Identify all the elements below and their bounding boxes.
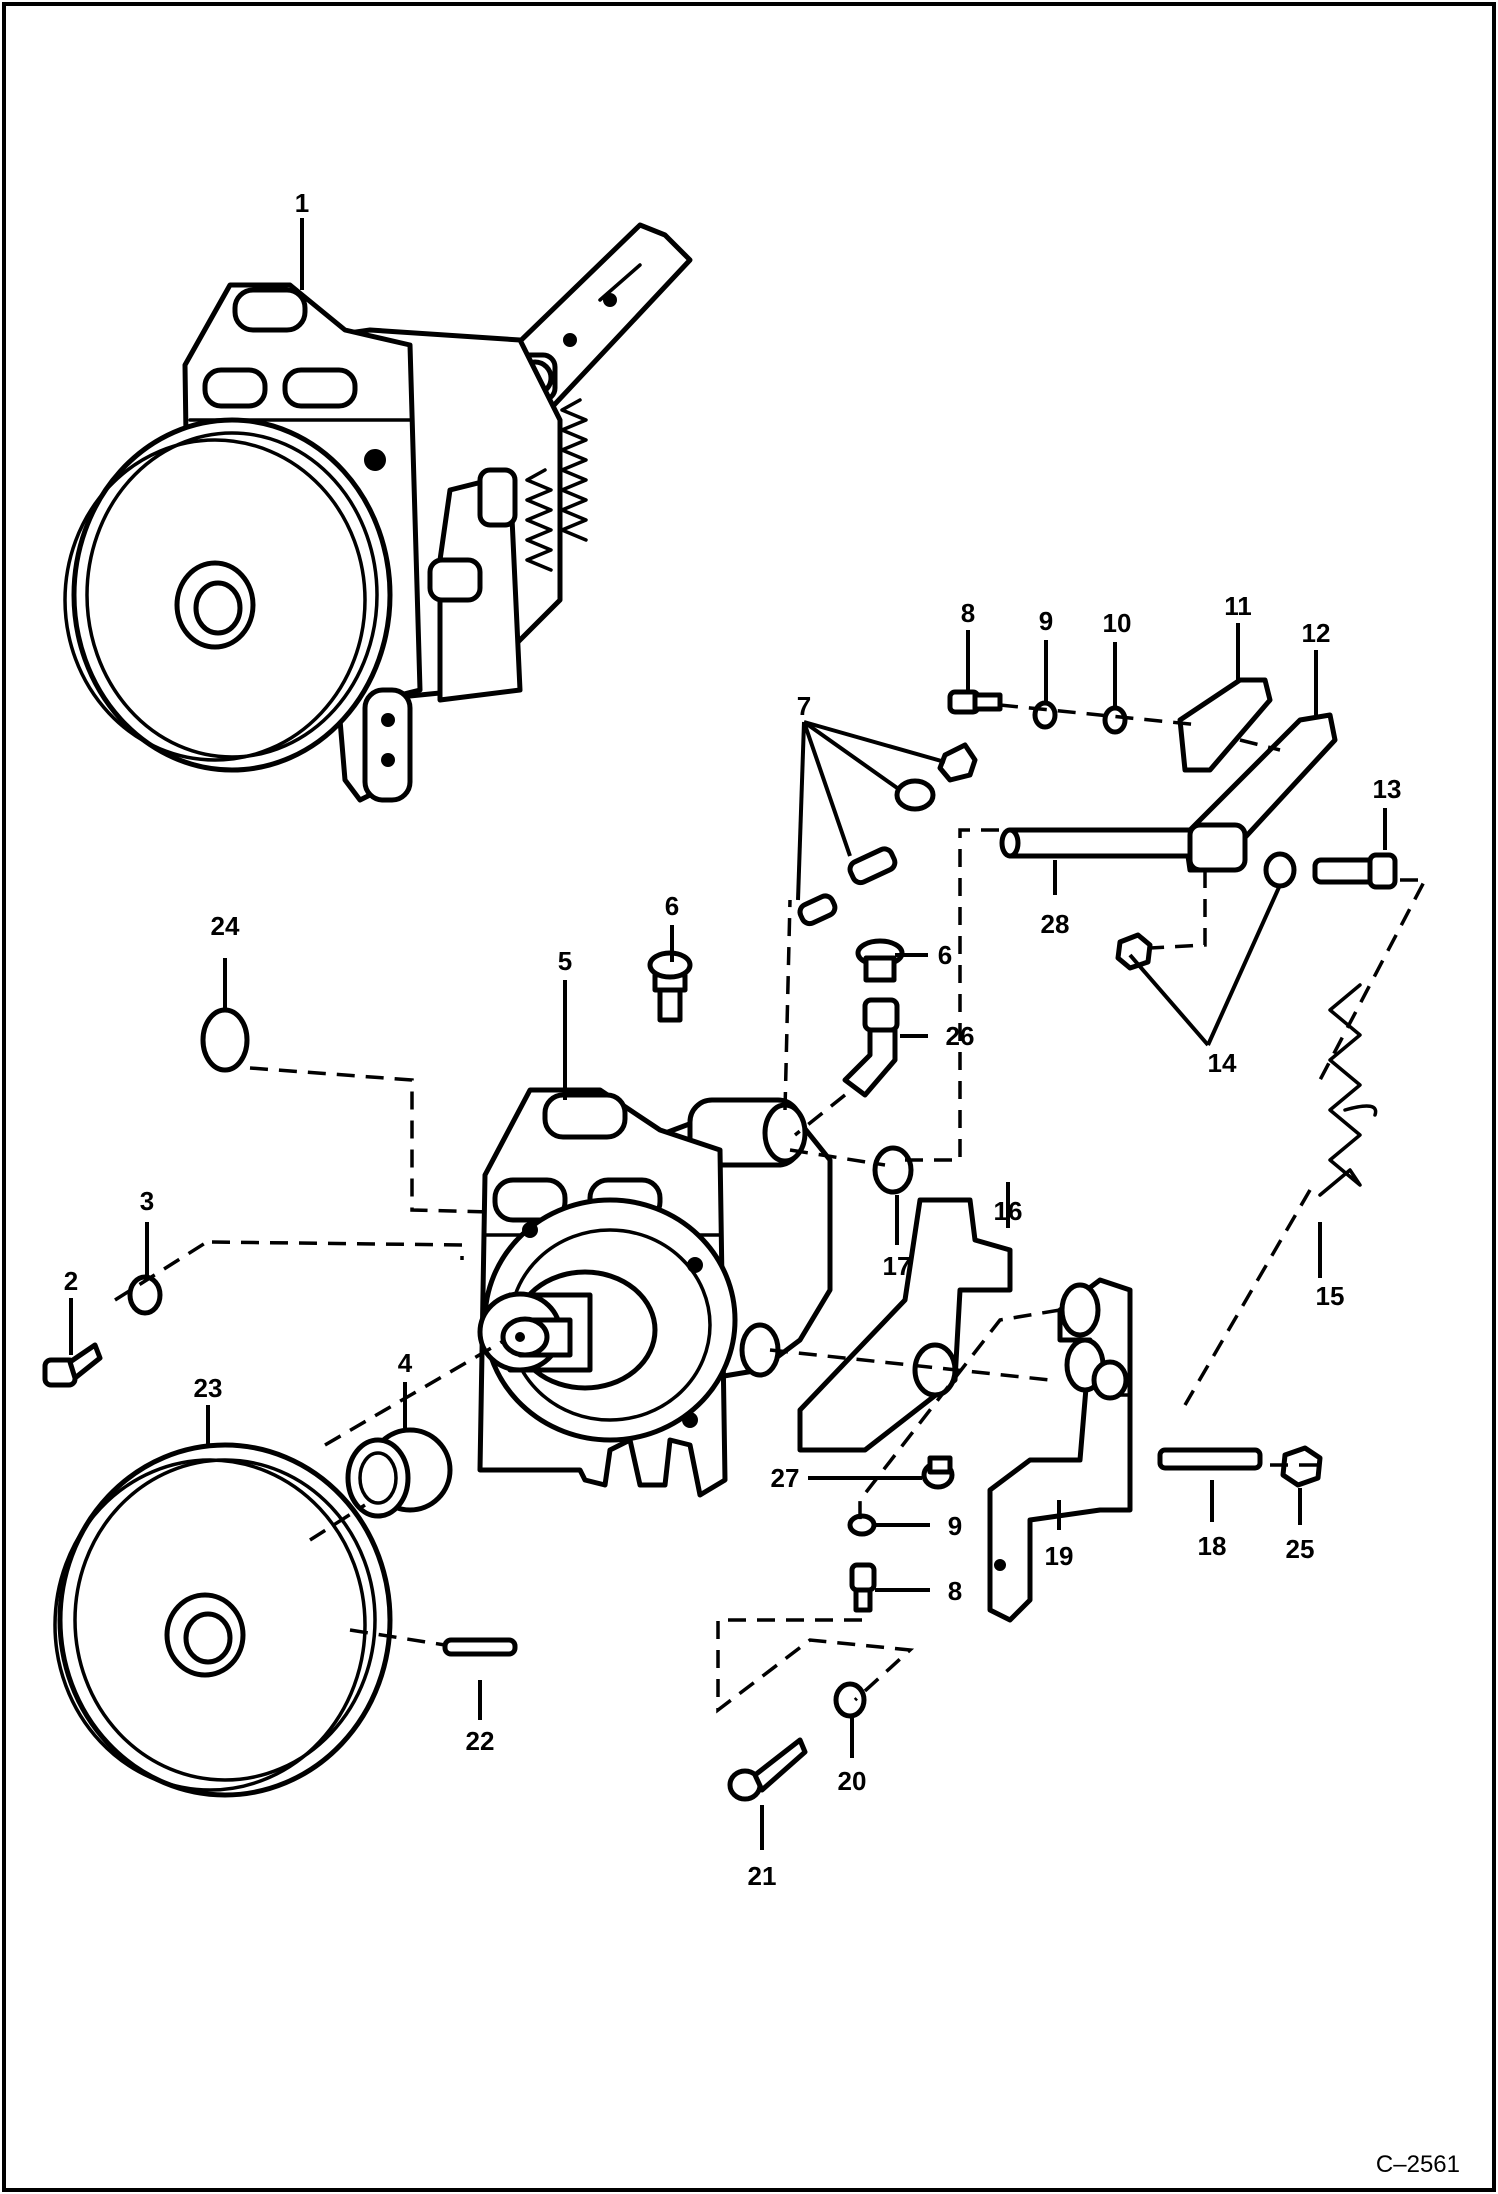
bolt-21 — [727, 1737, 808, 1802]
plug-6-right — [855, 938, 905, 983]
bolt-8-lower — [849, 1562, 877, 1613]
callout-1: 1 — [295, 188, 309, 218]
callout-24: 24 — [211, 911, 240, 941]
callout-8-lower: 8 — [948, 1576, 962, 1606]
callout-11: 11 — [1224, 591, 1252, 621]
callout-4: 4 — [398, 1348, 413, 1378]
pulley-23 — [53, 1442, 393, 1798]
washer-17 — [872, 1145, 914, 1195]
callout-18: 18 — [1198, 1531, 1227, 1561]
pump-housing-5 — [477, 1087, 833, 1498]
bracket-16 — [797, 1197, 1013, 1453]
assembled-pump-illustration — [63, 222, 693, 803]
nut-14 — [1115, 932, 1153, 971]
bolt-8-upper — [947, 689, 1003, 715]
elbow-fitting-26 — [842, 997, 900, 1098]
callout-28: 28 — [1041, 909, 1070, 939]
callout-8-upper: 8 — [961, 598, 975, 628]
callout-16: 16 — [994, 1196, 1023, 1226]
callout-13: 13 — [1373, 774, 1402, 804]
callout-7: 7 — [797, 691, 811, 721]
callout-5: 5 — [558, 946, 572, 976]
callout-15: 15 — [1316, 1281, 1345, 1311]
callout-23: 23 — [194, 1373, 223, 1403]
callout-numbers: 1 2 3 4 5 6 6 7 8 8 9 9 10 11 12 13 14 1… — [64, 188, 1402, 1891]
lockwasher-9-lower — [847, 1513, 877, 1537]
washer-3 — [127, 1274, 163, 1316]
key-22 — [442, 1637, 518, 1657]
spring-15 — [1318, 983, 1378, 1197]
fitting-kit-7 — [797, 742, 978, 927]
bearing-4 — [345, 1427, 453, 1519]
callout-2: 2 — [64, 1266, 78, 1296]
callout-27: 27 — [771, 1463, 800, 1493]
callout-10: 10 — [1103, 608, 1132, 638]
nut-20 — [833, 1681, 867, 1719]
callout-14: 14 — [1208, 1048, 1237, 1078]
callout-6-right: 6 — [938, 940, 952, 970]
callout-9-lower: 9 — [948, 1511, 962, 1541]
callout-22: 22 — [466, 1726, 495, 1756]
o-ring-24 — [200, 1007, 250, 1073]
callout-26: 26 — [946, 1021, 975, 1051]
callout-3: 3 — [140, 1186, 154, 1216]
bolt-13 — [1312, 852, 1398, 890]
alignment-lines — [114, 703, 1428, 1714]
callout-6-upper: 6 — [665, 891, 679, 921]
washer-10 — [1102, 705, 1128, 735]
callout-20: 20 — [838, 1766, 867, 1796]
callout-12: 12 — [1302, 618, 1331, 648]
leader-lines — [69, 218, 1387, 1850]
callout-25: 25 — [1286, 1534, 1315, 1564]
bracket-19 — [987, 1277, 1133, 1623]
drawing-number: C–2561 — [1376, 2151, 1460, 2178]
lockwasher-14 — [1263, 851, 1297, 889]
stud-18 — [1157, 1447, 1263, 1471]
lockwasher-9-upper — [1032, 700, 1058, 730]
callout-19: 19 — [1045, 1541, 1074, 1571]
screw-27 — [921, 1455, 955, 1490]
callout-21: 21 — [748, 1861, 777, 1891]
arm-collar — [1187, 822, 1248, 873]
callout-9-upper: 9 — [1039, 606, 1053, 636]
callout-17: 17 — [883, 1251, 912, 1281]
shaft-28 — [999, 827, 1213, 859]
bolt-2 — [42, 1342, 103, 1388]
